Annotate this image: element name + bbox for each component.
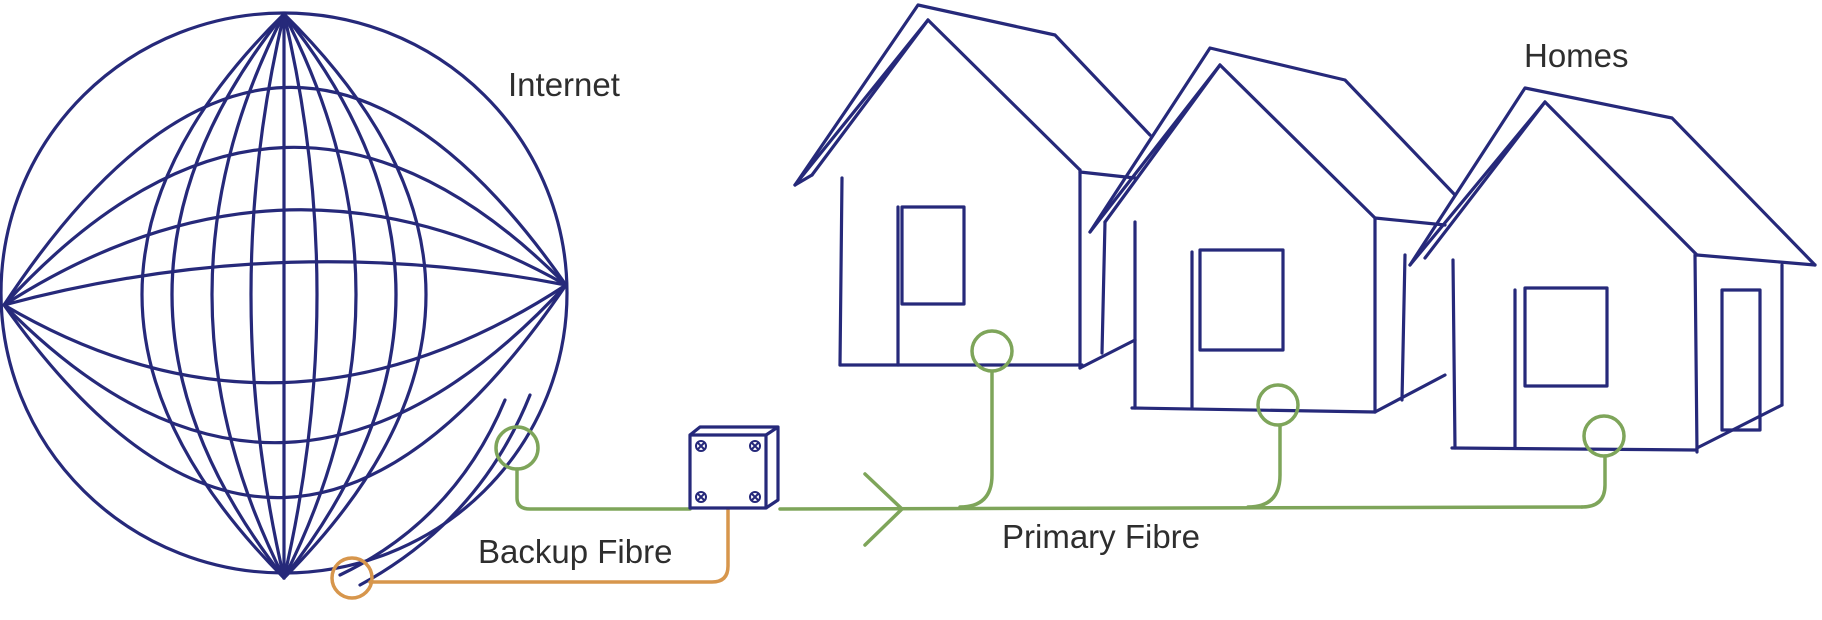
arrow-icon: [863, 472, 905, 547]
backup-fibre-line: [330, 508, 730, 600]
internet-label: Internet: [508, 66, 620, 103]
primary-fibre-label: Primary Fibre: [1002, 518, 1200, 555]
primary-fibre-line: [494, 329, 1626, 547]
backup-fibre-label: Backup Fibre: [478, 533, 672, 570]
house-icon: [793, 3, 1817, 454]
globe-icon: [0, 11, 569, 587]
junction-box-icon: [688, 425, 780, 510]
homes-label: Homes: [1524, 37, 1629, 74]
